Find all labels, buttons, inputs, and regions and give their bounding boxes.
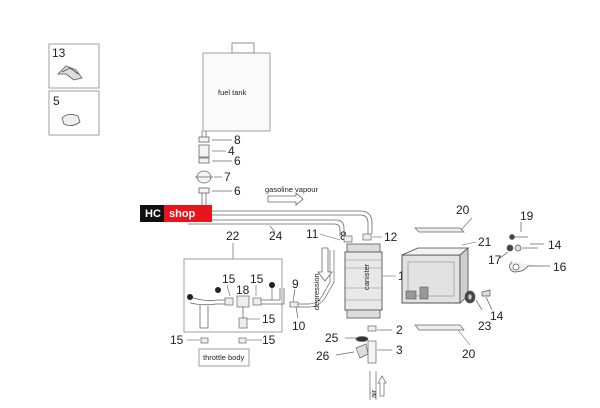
callout-15-d: 15 <box>170 333 184 347</box>
throttle-assembly: 22 <box>183 229 285 333</box>
callout-20: 20 <box>456 203 470 217</box>
cap-icon <box>61 114 81 126</box>
hcshop-watermark: HC shop <box>140 205 212 222</box>
callout-7: 7 <box>224 170 231 184</box>
callout-4: 4 <box>228 144 235 158</box>
hose-24 <box>188 219 345 236</box>
callout-15-c: 15 <box>262 312 276 326</box>
callout-3: 3 <box>396 343 403 357</box>
throttle-body-label: throttle body <box>203 353 245 362</box>
fastener-hardware <box>464 222 550 311</box>
air-label: air <box>369 389 378 398</box>
callout-22: 22 <box>226 229 240 243</box>
canister-bracket <box>401 217 477 346</box>
watermark-suffix: shop <box>169 208 196 220</box>
clamp-icon <box>57 65 83 81</box>
gasoline-vapour-arrow <box>267 192 304 206</box>
callout-24: 24 <box>269 229 283 243</box>
callout-26: 26 <box>316 349 330 363</box>
canister-label: canister <box>362 263 371 290</box>
callout-19: 19 <box>520 209 534 223</box>
depression-label: depression <box>312 273 321 310</box>
vapour-tube <box>201 208 373 234</box>
legend-number-13: 13 <box>52 46 66 60</box>
throttle-body: throttle body <box>187 337 262 367</box>
callout-23: 23 <box>478 319 492 333</box>
legend-item-13: 13 <box>48 43 100 89</box>
callout-8: 8 <box>234 133 241 147</box>
callout-15-b: 15 <box>250 272 264 286</box>
callout-18: 18 <box>236 283 250 297</box>
watermark-prefix: HC <box>145 208 161 220</box>
fuel-tank-label: fuel tank <box>218 88 247 97</box>
callout-9: 9 <box>292 277 299 291</box>
callout-14-lower: 14 <box>490 309 504 323</box>
callout-14: 14 <box>548 238 562 252</box>
canister-outlet <box>335 325 392 400</box>
air-arrow <box>377 375 387 397</box>
depression-arrow <box>317 247 333 282</box>
callout-1: 1 <box>398 269 405 283</box>
gasoline-vapour-label: gasoline vapour <box>265 185 318 194</box>
callout-16: 16 <box>553 260 567 274</box>
callout-15-e: 15 <box>262 333 276 347</box>
callout-11: 11 <box>306 227 319 241</box>
callout-17: 17 <box>488 253 502 267</box>
callout-25: 25 <box>325 331 339 345</box>
tank-outlet-assembly <box>195 131 213 208</box>
callout-15-a: 15 <box>222 272 236 286</box>
connector-9-10 <box>289 250 335 319</box>
fuel-tank: fuel tank <box>202 42 271 132</box>
canister: 11 8 12 canister 1 <box>306 227 405 319</box>
legend-item-5: 5 <box>48 90 100 136</box>
callout-2: 2 <box>396 323 403 337</box>
callout-6: 6 <box>234 154 241 168</box>
callout-12: 12 <box>384 230 398 244</box>
legend-number-5: 5 <box>53 94 60 108</box>
callout-10: 10 <box>292 319 306 333</box>
callout-6-lower: 6 <box>234 184 241 198</box>
callout-20-lower: 20 <box>462 347 476 361</box>
callout-8-canister: 8 <box>340 229 347 243</box>
callout-21: 21 <box>478 235 492 249</box>
